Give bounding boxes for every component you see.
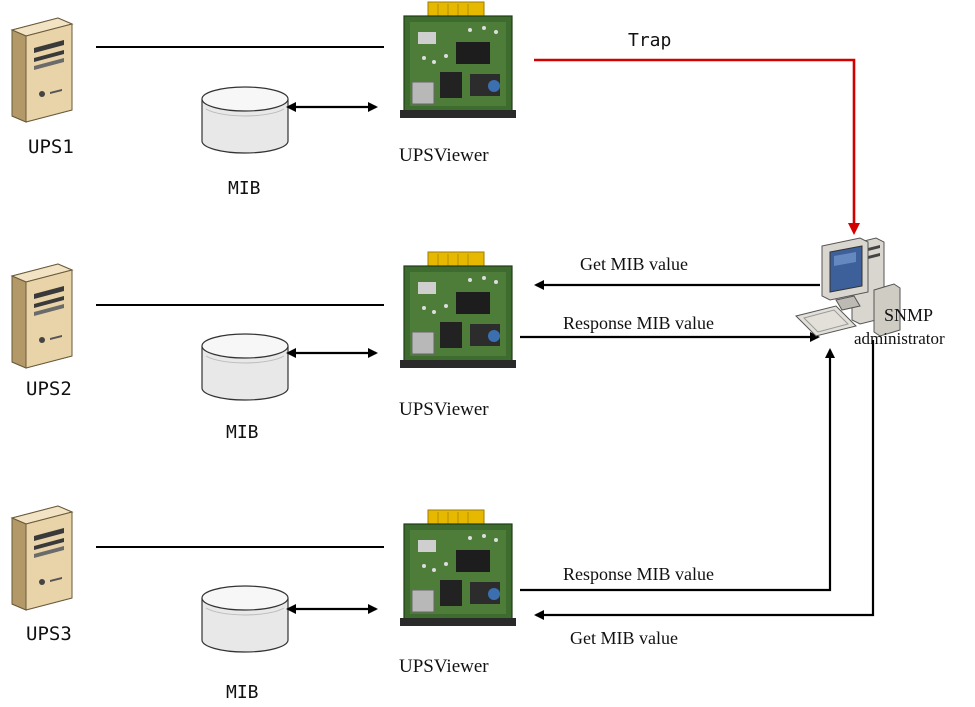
mib1-group: MIB bbox=[201, 86, 289, 199]
mib2-group: MIB bbox=[201, 333, 289, 443]
mib1-label: MIB bbox=[228, 178, 261, 199]
viewer1-group: UPSViewer bbox=[399, 1, 517, 166]
snmp-admin-computer-icon bbox=[795, 237, 901, 337]
mib3-group: MIB bbox=[201, 585, 289, 703]
viewer2-board-icon bbox=[399, 251, 517, 369]
mib1-database-icon bbox=[201, 86, 289, 154]
ups3-group: UPS3 bbox=[11, 505, 73, 645]
get-mib-value-label-row3: Get MIB value bbox=[570, 628, 678, 648]
viewer3-label: UPSViewer bbox=[399, 656, 489, 677]
ups1-group: UPS1 bbox=[11, 17, 74, 158]
ups3-label: UPS3 bbox=[26, 623, 72, 645]
ups1-label: UPS1 bbox=[28, 136, 74, 158]
viewer3-board-icon bbox=[399, 509, 517, 627]
response-mib-value-label-row2: Response MIB value bbox=[563, 313, 714, 333]
response-mib-value-label-row3: Response MIB value bbox=[563, 564, 714, 584]
administrator-label: administrator bbox=[854, 329, 945, 348]
response-mib-value-arrow-row3 bbox=[520, 348, 835, 592]
ups2-tower-icon bbox=[11, 263, 73, 369]
mib2-database-icon bbox=[201, 333, 289, 401]
viewer2-label: UPSViewer bbox=[399, 399, 489, 420]
mib3-database-icon bbox=[201, 585, 289, 653]
trap-arrow bbox=[534, 58, 860, 235]
ups1-tower-icon bbox=[11, 17, 73, 123]
viewer3-group: UPSViewer bbox=[399, 509, 517, 677]
get-mib-value-label-row2: Get MIB value bbox=[580, 254, 688, 274]
viewer2-group: UPSViewer bbox=[399, 251, 517, 420]
get-mib-value-arrow-row3 bbox=[534, 340, 875, 620]
mib2-label: MIB bbox=[226, 422, 259, 443]
viewer1-label: UPSViewer bbox=[399, 145, 489, 166]
trap-label: Trap bbox=[628, 30, 671, 51]
mib3-label: MIB bbox=[226, 682, 259, 703]
ups3-tower-icon bbox=[11, 505, 73, 611]
viewer1-board-icon bbox=[399, 1, 517, 119]
snmp-label: SNMP bbox=[884, 305, 933, 325]
ups2-group: UPS2 bbox=[11, 263, 73, 400]
ups2-label: UPS2 bbox=[26, 378, 72, 400]
